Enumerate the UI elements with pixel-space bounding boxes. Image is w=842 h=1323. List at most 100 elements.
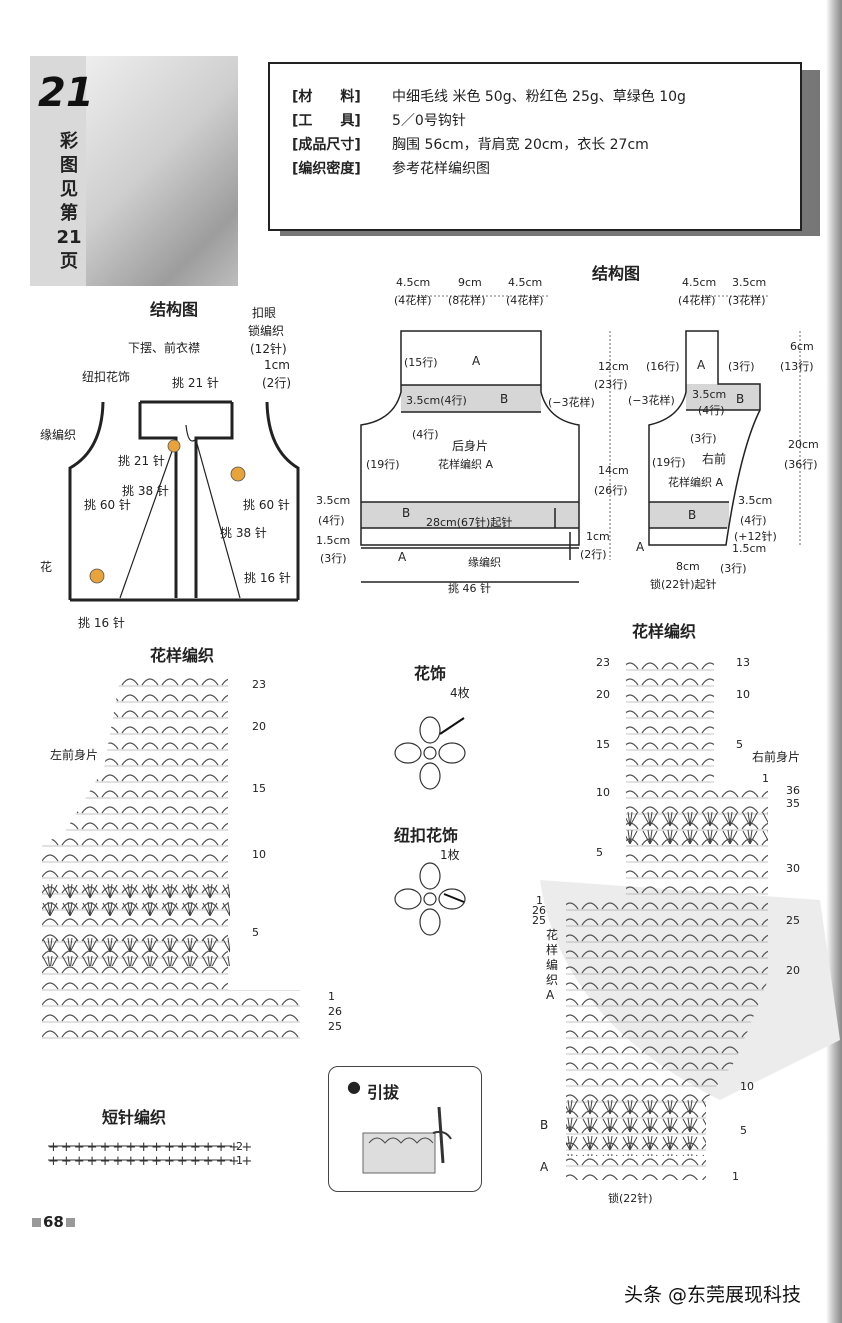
- rc-l-23: 23: [596, 656, 610, 669]
- back-23rows: (23行): [594, 378, 628, 391]
- back-piece-name: 后身片: [452, 439, 489, 453]
- svg-text:++++++++++++++++: ++++++++++++++++: [48, 1140, 254, 1155]
- left-chart-row-23: 23: [252, 678, 266, 691]
- rf-rows3-mid: (3行): [690, 432, 717, 445]
- info-row-size: [成品尺寸]胸围 56cm，背肩宽 20cm，衣长 27cm: [292, 137, 649, 153]
- label-button-flower: 纽扣花饰: [82, 370, 131, 384]
- back-A-top: A: [472, 354, 481, 368]
- rc-r-1: 1: [762, 772, 769, 785]
- label-2-rows: (2行): [262, 376, 291, 390]
- legend-title: 引拔: [367, 1083, 400, 1102]
- rf-count-right: (3花样): [728, 294, 766, 307]
- left-chart-piece-name: 左前身片: [50, 748, 99, 762]
- rf-start-chain: 锁(22针)起针: [650, 578, 717, 591]
- rc-B: B: [540, 1118, 549, 1132]
- badge-reference-text: 彩图见第21页: [56, 131, 82, 272]
- button-flower-count: 1枚: [440, 848, 460, 862]
- button-flower-title: 纽扣花饰: [394, 826, 459, 845]
- back-A-bottom: A: [398, 550, 407, 564]
- back-count-right: (4花样): [506, 294, 544, 307]
- rf-pattern: 花样编织 A: [668, 476, 724, 489]
- back-start-chain: 28cm(67针)起针: [426, 516, 513, 529]
- rc-side-pattern: 花样编织A: [546, 928, 559, 1002]
- rc-l-26: 26: [532, 904, 546, 917]
- pattern-number: 21: [38, 70, 94, 116]
- left-chart-row-25: 25: [328, 1020, 342, 1033]
- back-1cm: 1cm: [586, 530, 610, 543]
- rc-r-35: 35: [786, 797, 800, 810]
- back-4rows: (4行): [318, 514, 345, 527]
- rf-rows3-top: (3行): [728, 360, 755, 373]
- label-hem-front: 下摆、前衣襟: [128, 341, 201, 355]
- back-B-bottom: B: [402, 506, 411, 520]
- rc-l-15: 15: [596, 738, 610, 751]
- rf-13rows: (13行): [780, 360, 814, 373]
- rc-l-5: 5: [596, 846, 603, 859]
- rf-B-top: B: [736, 392, 745, 406]
- rc-r-25: 25: [786, 914, 800, 927]
- left-chart-row-5: 5: [252, 926, 259, 939]
- rf-20cm: 20cm: [788, 438, 819, 451]
- rc-r-20: 20: [786, 964, 800, 977]
- back-1-5cm: 1.5cm: [316, 534, 351, 547]
- rc-l-10: 10: [596, 786, 610, 799]
- label-12-stitches: (12针): [250, 342, 287, 356]
- flower-motif-icon: [394, 716, 466, 790]
- label-pick38-left: 挑 38 针: [122, 484, 169, 498]
- back-3-5cm: 3.5cm: [316, 494, 351, 507]
- back-26rows: (26行): [594, 484, 628, 497]
- materials-box: [材 料]中细毛线 米色 50g、粉红色 25g、草绿色 10g [工 具]5／…: [268, 62, 802, 231]
- slip-stitch-illustration: [362, 1106, 452, 1174]
- label-pick60-right: 挑 60 针: [243, 498, 290, 512]
- back-rows19: (19行): [366, 458, 400, 471]
- rf-1-5cm: 1.5cm: [732, 542, 767, 555]
- rf-8cm: 8cm: [676, 560, 700, 573]
- rc-l-1: 1: [536, 894, 543, 907]
- rc-chain: 锁(22针): [608, 1192, 653, 1205]
- rc-r-5b: 5: [740, 1124, 747, 1137]
- label-pick16-right: 挑 16 针: [244, 571, 291, 585]
- rc-r-10b: 10: [740, 1080, 754, 1093]
- back-12cm: 12cm: [598, 360, 629, 373]
- info-row-tools: [工 具]5／0号钩针: [292, 113, 466, 129]
- label-pick21-top: 挑 21 针: [172, 376, 219, 390]
- rf-b-3-5cm: 3.5cm: [692, 388, 727, 401]
- left-chart-title: 花样编织: [150, 646, 215, 665]
- rc-l-25: 25: [532, 914, 546, 927]
- left-chart-row-15: 15: [252, 782, 266, 795]
- back-band-b: 3.5cm(4行): [406, 394, 467, 407]
- legend-bullet: ●: [347, 1077, 361, 1096]
- label-chain: 锁编织: [248, 324, 285, 338]
- rf-A-bottom: A: [636, 540, 645, 554]
- back-pattern: 花样编织 A: [438, 458, 494, 471]
- left-structure-title: 结构图: [150, 300, 199, 319]
- rc-r-30: 30: [786, 862, 800, 875]
- info-row-gauge: [编织密度]参考花样编织图: [292, 161, 490, 177]
- rf-3rows-bottom: (3行): [720, 562, 747, 575]
- label-flower: 花: [40, 560, 53, 574]
- rc-r-5: 5: [736, 738, 743, 751]
- label-edging: 缘编织: [40, 428, 77, 442]
- rf-piece-name: 右前: [702, 452, 727, 466]
- back-dim-center: 9cm: [458, 276, 482, 289]
- rf-dim-left: 4.5cm: [682, 276, 717, 289]
- back-count-center: (8花样): [448, 294, 486, 307]
- label-1cm: 1cm: [264, 358, 290, 372]
- back-dim-left: 4.5cm: [396, 276, 431, 289]
- left-chart-row-20: 20: [252, 720, 266, 733]
- rf-minus3: (−3花样): [628, 394, 675, 407]
- back-rows4: (4行): [412, 428, 439, 441]
- back-minus3: (−3花样): [548, 396, 595, 409]
- short-stitch-title: 短针编织: [102, 1108, 167, 1127]
- svg-text:++++++++++++++++: ++++++++++++++++: [48, 1154, 254, 1169]
- rf-count-left: (4花样): [678, 294, 716, 307]
- info-row-materials: [材 料]中细毛线 米色 50g、粉红色 25g、草绿色 10g: [292, 89, 686, 105]
- rf-rows19: (19行): [652, 456, 686, 469]
- rc-r-10: 10: [736, 688, 750, 701]
- rc-r-1b: 1: [732, 1170, 739, 1183]
